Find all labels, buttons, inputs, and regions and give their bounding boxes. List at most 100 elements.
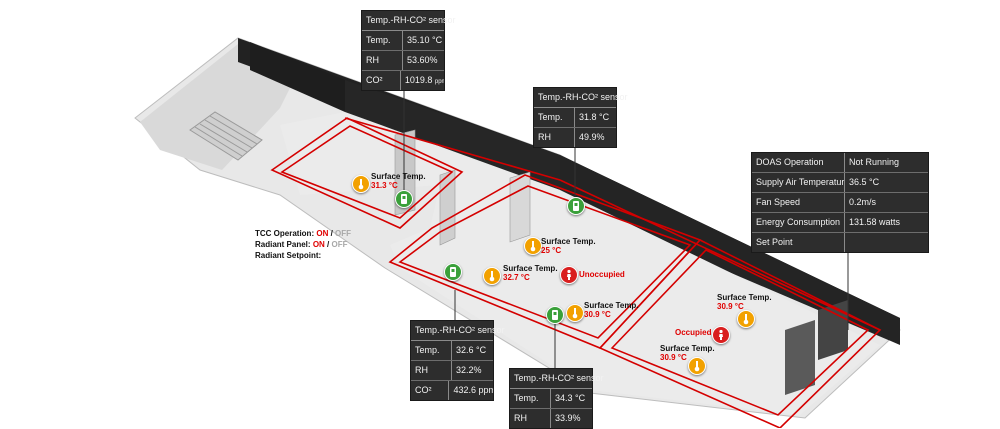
occupied-label: Occupied [675,328,712,337]
surface-temp-label: Surface Temp. [660,344,715,353]
row-label: Set Point [752,233,845,252]
thermometer-icon[interactable] [524,237,542,255]
sensor-table-2[interactable]: Temp.-RH-CO² sensor Temp. 31.8 °C RH 49.… [533,87,628,148]
zone-outline-center-inner [398,185,692,339]
row-label: DOAS Operation [752,153,845,172]
row-label: RH [534,128,575,147]
row-label: RH [510,409,551,428]
radiant-setpoint-line: Radiant Setpoint: [255,250,351,261]
back-wall-mid [345,80,560,190]
radiant-on-toggle[interactable]: ON [312,240,325,249]
row-value: 35.10 °C [407,35,443,45]
table-row: RH 49.9% [534,128,616,147]
zone-label-4: Surface Temp. 30.9 °C [584,301,639,319]
sensor-table-1[interactable]: Temp.-RH-CO² sensor Temp. 35.10 °C RH 53… [361,10,456,91]
surface-temp-value: 30.9 °C [660,353,687,362]
table-row: RH 32.2% [411,361,493,381]
thermometer-icon[interactable] [688,357,706,375]
table-row: RH 53.60% [362,51,444,71]
sensor-table-title: Temp.-RH-CO² sensor [411,321,505,341]
thermometer-icon[interactable] [566,304,584,322]
table-row: Temp. 35.10 °C [362,31,444,51]
zone-label-6: Surface Temp. 30.9 °C [660,344,715,362]
table-row: Energy Consumption 131.58 watts [752,213,928,233]
zone-outline-left-inner [280,125,454,219]
row-label: Supply Air Temperature [752,173,845,192]
partition-wall-2 [509,171,531,243]
row-value: 1019.8 ppm [401,71,444,90]
radiant-off-toggle[interactable]: OFF [331,240,348,249]
zone-label-1: Surface Temp. 31.3 °C [371,172,426,190]
row-value: 31.8 °C [579,112,610,122]
surface-temp-label: Surface Temp. [371,172,426,181]
row-label: CO² [411,381,450,400]
row-label: Temp. [534,108,575,127]
sensor-icon[interactable] [567,197,585,215]
row-label: RH [411,361,452,380]
row-value: 33.9% [555,413,581,423]
table-row: Temp. 34.3 °C [510,389,592,409]
separator: / [324,240,332,249]
row-value: 131.58 watts [849,217,901,227]
staircase [189,111,263,161]
thermometer-icon[interactable] [483,267,501,285]
back-wall-upper [250,42,345,112]
row-value: 49.9% [579,132,605,142]
person-icon[interactable] [712,326,730,344]
zone-outline-left [270,117,464,229]
zone-label-2: Surface Temp. 25 °C [541,237,596,255]
sensor-icon[interactable] [395,190,413,208]
separator: / [328,229,336,238]
table-row: CO² 432.6 ppm [411,381,493,400]
sensor-table-title: Temp.-RH-CO² sensor [534,88,628,108]
zone-outlines [270,117,882,428]
row-label: Fan Speed [752,193,845,212]
surface-temp-label: Surface Temp. [541,237,596,246]
zone-label-3: Surface Temp. 32.7 °C [503,264,558,282]
tcc-operation-line: TCC Operation: ON / OFF [255,228,351,239]
row-value: 432.6 ppm [453,385,493,395]
equipment-box [818,300,848,360]
control-status: TCC Operation: ON / OFF Radiant Panel: O… [255,228,351,261]
row-label: Energy Consumption [752,213,845,232]
stair-room-floor [140,44,300,170]
row-label: Temp. [510,389,551,408]
table-row: CO² 1019.8 ppm [362,71,444,90]
co2-unit: ppm [434,79,444,85]
zone-outline-center [388,174,702,349]
thermometer-icon[interactable] [737,310,755,328]
sensor-icon[interactable] [546,306,564,324]
table-row: Supply Air Temperature 36.5 °C [752,173,928,193]
tcc-off-toggle[interactable]: OFF [335,229,352,238]
radiant-setpoint-label: Radiant Setpoint: [255,251,322,260]
equipment-cabinet [785,320,815,395]
tcc-on-toggle[interactable]: ON [316,229,329,238]
row-value: 34.3 °C [555,393,586,403]
person-icon[interactable] [560,266,578,284]
row-value: 53.60% [407,55,438,65]
row-label: Temp. [362,31,403,50]
surface-temp-value: 32.7 °C [503,273,530,282]
sensor-icon[interactable] [444,263,462,281]
surface-temp-value: 30.9 °C [717,302,744,311]
main-floor [280,112,880,415]
row-label: Temp. [411,341,452,360]
thermometer-icon[interactable] [352,175,370,193]
sensor-table-4[interactable]: Temp.-RH-CO² sensor Temp. 34.3 °C RH 33.… [509,368,604,429]
table-row: RH 33.9% [510,409,592,428]
sensor-table-3[interactable]: Temp.-RH-CO² sensor Temp. 32.6 °C RH 32.… [410,320,505,401]
table-row: Set Point [752,233,928,252]
row-label: CO² [362,71,401,90]
row-value: 32.6 °C [456,345,487,355]
doas-table[interactable]: DOAS Operation Not Running Supply Air Te… [751,152,929,253]
table-row: DOAS Operation Not Running [752,153,928,173]
table-row: Temp. 32.6 °C [411,341,493,361]
zone-outline-right-inner [610,249,870,416]
surface-temp-label: Surface Temp. [503,264,558,273]
sensor-table-title: Temp.-RH-CO² sensor [362,11,456,31]
unoccupied-label: Unoccupied [579,270,625,279]
radiant-panel-line: Radiant Panel: ON / OFF [255,239,351,250]
row-value: Not Running [849,157,900,167]
zone-label-5: Surface Temp. 30.9 °C [717,293,772,311]
